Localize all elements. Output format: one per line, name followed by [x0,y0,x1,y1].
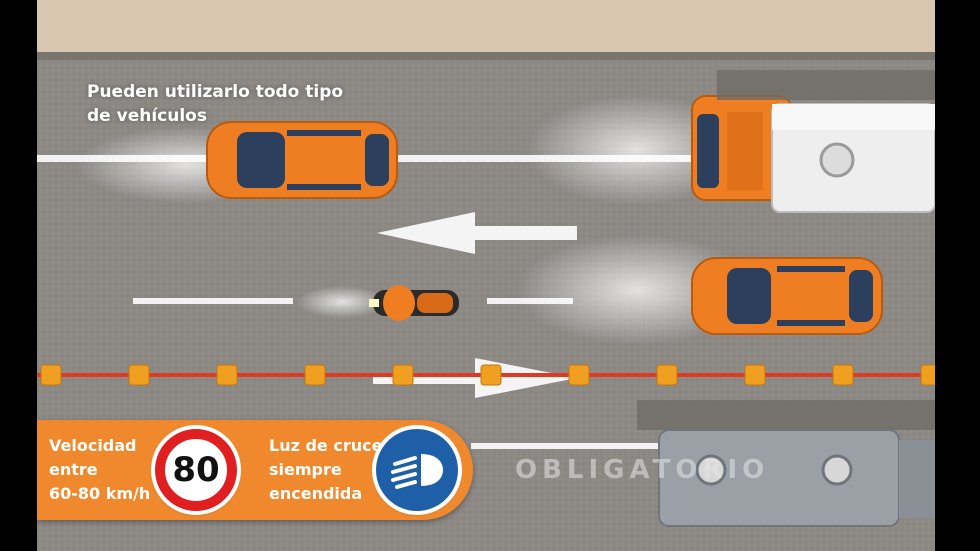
speed-label: Velocidad entre 60-80 km/h [49,436,151,503]
headlight-glow-motorbike [297,286,387,318]
motorcycle [369,285,459,321]
lane-line-bottom [471,443,691,449]
light-label: Luz de cruce siempre encendida [269,436,383,503]
lane-dash-1 [133,298,293,304]
road-scene: OBLIGATORIO Pueden utilizarlo todo tipo … [37,0,935,551]
sidewalk [37,0,935,52]
low-beam-headlight-icon [376,429,458,511]
speed-limit-value: 80 [172,450,220,490]
speed-limit-sign: 80 [155,429,237,511]
tanker-truck-top [691,70,935,213]
info-panel: Velocidad entre 60-80 km/h 80 Luz de cru… [37,420,473,520]
orange-car-2 [691,257,883,335]
curb [37,52,935,60]
direction-arrow-left [377,212,577,254]
road-marking-text: OBLIGATORIO [515,455,770,485]
tanker-truck-bottom [637,400,935,527]
lane-divider [37,364,935,386]
caption-text: Pueden utilizarlo todo tipo de vehículos [87,82,344,126]
orange-car-1 [206,121,398,199]
